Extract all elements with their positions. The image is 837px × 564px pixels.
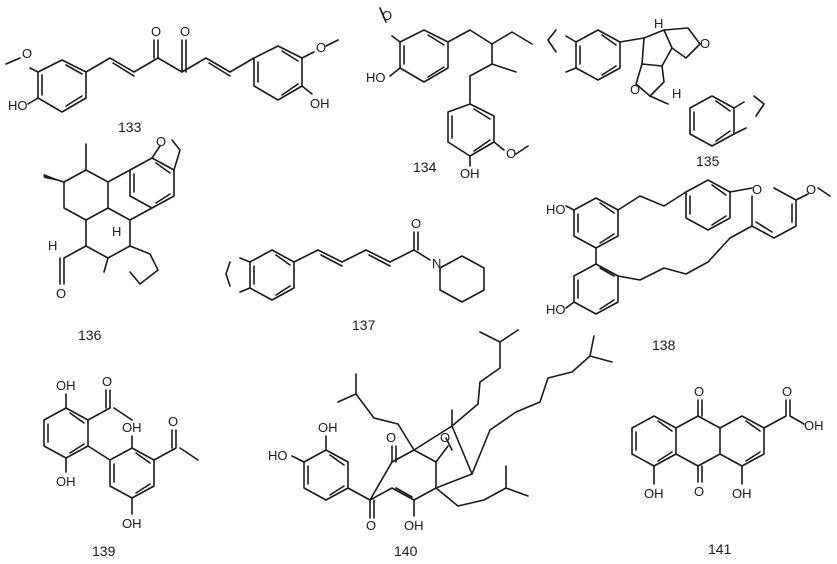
label-141: 141: [708, 541, 732, 557]
atom-amide-n: N: [432, 256, 441, 271]
atom-oh-left: OH: [644, 486, 664, 501]
compound-139: OH OH OH OH O O 139: [43, 374, 199, 559]
atom-o-methoxy: O: [806, 182, 816, 197]
label-135: 135: [696, 153, 720, 169]
label-134: 134: [413, 159, 437, 175]
compound-134: O HO O OH 134: [366, 7, 533, 181]
atom-ketone-1: O: [151, 24, 161, 39]
compound-135: H H O O 135: [547, 16, 765, 169]
atom-oh-top-left: HO: [546, 202, 566, 217]
atom-quinone-o-bottom: O: [694, 484, 704, 499]
atom-oh-1: OH: [56, 378, 76, 393]
atom-h-top: H: [654, 16, 663, 31]
atom-oh-left: HO: [8, 98, 28, 113]
atom-h-ring-junction: H: [112, 224, 121, 239]
atom-acetyl-o-1: O: [102, 374, 112, 389]
atom-oh-right: OH: [732, 486, 752, 501]
label-138: 138: [652, 337, 676, 353]
compound-140: OH HO O O O OH 140: [268, 329, 613, 559]
atom-o-methoxy-right: O: [316, 40, 326, 55]
compound-141: O O OH OH O OH 141: [631, 384, 824, 557]
atom-h-left: H: [48, 238, 57, 253]
atom-oh-3: OH: [122, 420, 142, 435]
atom-o-methoxy-left: O: [22, 46, 32, 61]
atom-o-methoxy-bottom: O: [506, 146, 516, 161]
atom-ketone-2: O: [180, 24, 190, 39]
atom-acid-oh: OH: [804, 418, 824, 433]
atom-h-bottom: H: [672, 86, 681, 101]
label-133: 133: [118, 119, 142, 135]
label-137: 137: [352, 317, 376, 333]
atom-oh-bottom-left: HO: [546, 302, 566, 317]
atom-o-ring-bottom: O: [630, 82, 640, 97]
atom-oh-catechol-2: HO: [268, 448, 288, 463]
atom-oh-top: HO: [366, 70, 386, 85]
compound-136: O H H O 136: [43, 134, 181, 343]
atom-ketone: O: [56, 286, 66, 301]
atom-oh-catechol-1: OH: [318, 420, 338, 435]
atom-oh-4: OH: [122, 516, 142, 531]
atom-carbonyl-o: O: [366, 518, 376, 533]
atom-ether-o: O: [752, 182, 762, 197]
compound-138: HO HO O O 138: [546, 179, 831, 353]
label-139: 139: [92, 543, 116, 559]
atom-o-methylenedioxy: O: [156, 134, 166, 149]
atom-oh-right: OH: [310, 96, 330, 111]
atom-oh-2: OH: [56, 474, 76, 489]
atom-o-ring-top: O: [700, 36, 710, 51]
atom-oh-bottom: OH: [460, 166, 480, 181]
label-136: 136: [78, 327, 102, 343]
atom-amide-o: O: [411, 216, 421, 231]
atom-enol-oh: OH: [404, 518, 424, 533]
compound-137: O N 137: [225, 216, 485, 333]
atom-ketone-2: O: [440, 430, 450, 445]
compound-133: O HO O O O OH 133: [5, 24, 339, 135]
atom-acetyl-o-2: O: [168, 414, 178, 429]
label-140: 140: [394, 543, 418, 559]
atom-ketone-1: O: [386, 430, 396, 445]
atom-quinone-o-top: O: [694, 384, 704, 399]
atom-acid-o: O: [782, 384, 792, 399]
atom-o-methoxy-top: O: [382, 8, 392, 23]
